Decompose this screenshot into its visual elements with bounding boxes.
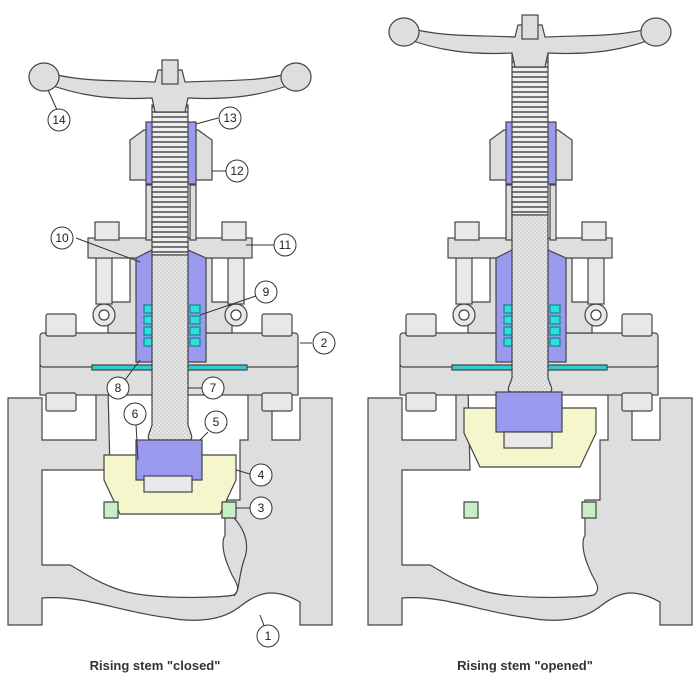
callouts — [47, 89, 336, 648]
valve-body — [7, 371, 333, 626]
callout-label-5: 5 — [213, 415, 220, 429]
callout-label-9: 9 — [263, 285, 270, 299]
valve-opened — [367, 14, 693, 626]
callout-14 — [47, 108, 71, 132]
callout-13 — [218, 106, 242, 130]
callout-label-8: 8 — [115, 381, 122, 395]
caption-opened: Rising stem "opened" — [457, 658, 593, 673]
callout-label-4: 4 — [258, 468, 265, 482]
stem — [147, 254, 193, 441]
packing-rings — [143, 304, 201, 347]
callout-10 — [50, 226, 74, 250]
caption-closed: Rising stem "closed" — [89, 658, 221, 673]
valve-closed — [7, 59, 333, 626]
stem-threaded — [151, 104, 189, 256]
callout-label-7: 7 — [210, 381, 217, 395]
callout-label-14: 14 — [52, 113, 66, 127]
callout-12 — [225, 159, 249, 183]
callout-label-1: 1 — [265, 629, 272, 643]
callout-9 — [254, 280, 278, 304]
callout-3 — [249, 496, 273, 520]
bolt-left — [45, 313, 77, 337]
callout-5 — [204, 410, 228, 434]
callout-8 — [106, 376, 130, 400]
bolt-right — [261, 313, 293, 337]
callout-label-3: 3 — [258, 501, 265, 515]
disc-nut — [135, 439, 203, 481]
callout-11 — [273, 233, 297, 257]
callout-label-12: 12 — [230, 164, 244, 178]
nut-left — [45, 392, 77, 412]
callout-6 — [123, 402, 147, 426]
stem-top — [161, 59, 179, 85]
callout-7 — [201, 376, 225, 400]
callout-1 — [256, 624, 280, 648]
callout-label-13: 13 — [223, 111, 237, 125]
valve-body-open — [367, 371, 693, 626]
callout-label-2: 2 — [321, 336, 328, 350]
callout-label-6: 6 — [132, 407, 139, 421]
valve-seat-wall — [223, 509, 248, 597]
nut-right — [261, 392, 293, 412]
seat-left — [103, 501, 119, 519]
callout-label-10: 10 — [55, 231, 69, 245]
callout-2 — [312, 331, 336, 355]
callout-label-11: 11 — [279, 238, 292, 252]
callout-4 — [249, 463, 273, 487]
seat-right — [221, 501, 237, 519]
